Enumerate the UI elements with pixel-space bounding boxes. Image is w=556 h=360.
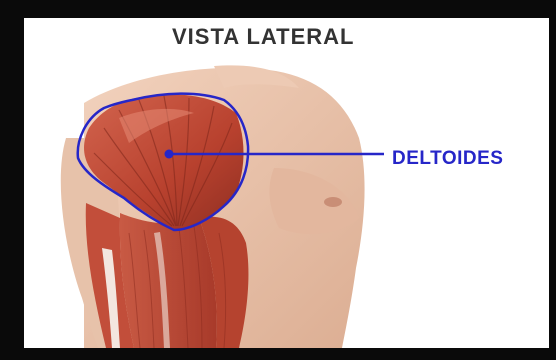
deltoid-label: DELTOIDES xyxy=(392,148,503,170)
nipple xyxy=(324,197,342,207)
diagram-panel: VISTA LATERAL DELTOIDES xyxy=(24,18,549,348)
anatomy-illustration xyxy=(24,18,549,348)
diagram-title: VISTA LATERAL xyxy=(172,24,354,50)
